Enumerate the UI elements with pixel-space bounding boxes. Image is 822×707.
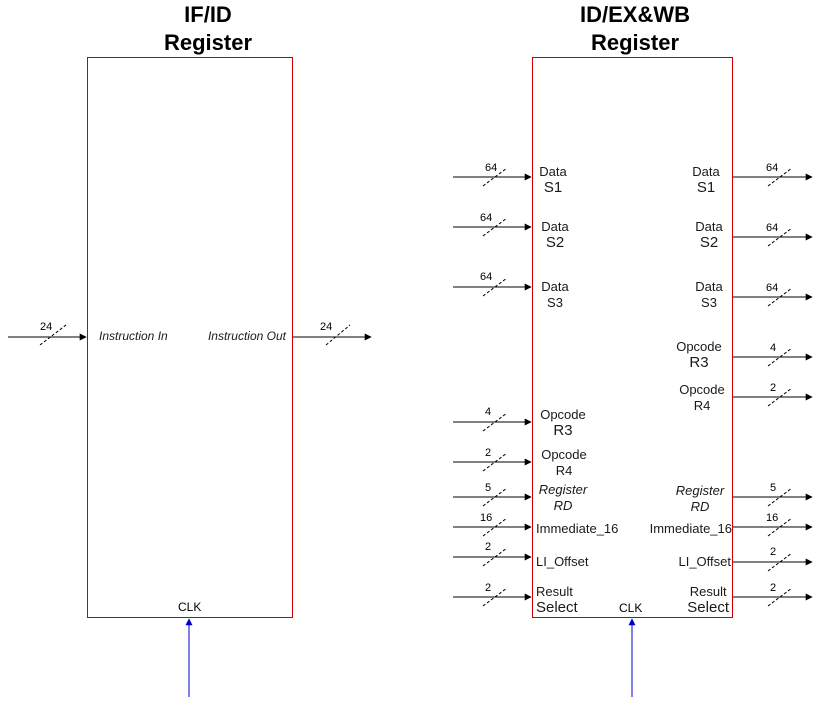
idex-output-width: 2 <box>770 382 777 394</box>
ifid-clk-label: CLK <box>178 600 202 614</box>
ifid-register-box <box>87 57 293 618</box>
idex-input-label: Data S2 <box>541 219 569 251</box>
idex-input-signal <box>453 487 532 507</box>
idex-input-signal <box>453 517 532 537</box>
ifid-output-label: Instruction Out <box>207 329 286 343</box>
idex-title-line1: ID/EX&WB <box>580 2 690 27</box>
idex-input-signal <box>453 167 532 187</box>
idex-input-signal <box>453 452 532 472</box>
idex-input-width: 16 <box>480 512 493 524</box>
ifid-output-signal <box>293 324 372 346</box>
idex-output-label: Data S1 <box>692 164 720 196</box>
idex-input-signal <box>453 412 532 432</box>
idex-input-signal <box>453 217 532 237</box>
idex-output-signal <box>733 387 813 407</box>
idex-output-signal <box>733 347 813 367</box>
idex-input-label: Data S1 <box>539 164 567 196</box>
idex-output-width: 4 <box>770 342 777 354</box>
idex-output-signal <box>733 227 813 247</box>
idex-output-label: Data S2 <box>695 219 723 251</box>
ifid-title-line1: IF/ID <box>184 2 232 27</box>
idex-input-width: 2 <box>485 582 492 594</box>
idex-input-label: Immediate_16 <box>536 521 619 536</box>
ifid-input-label: Instruction In <box>99 329 168 343</box>
idex-input-width: 2 <box>485 541 492 553</box>
ifid-title: IF/ID Register <box>108 1 308 57</box>
idex-output-label: Opcode R4 <box>679 382 725 413</box>
ifid-title-line2: Register <box>163 30 253 55</box>
idex-input-label: Opcode R4 <box>541 447 587 478</box>
idex-register-box <box>532 57 733 618</box>
idex-input-signal <box>453 547 532 567</box>
idex-clk-label: CLK <box>619 601 643 615</box>
idex-input-signal <box>453 587 532 607</box>
idex-output-signal <box>733 167 813 187</box>
idex-title: ID/EX&WB Register <box>535 1 735 57</box>
ifid-output-width: 24 <box>320 321 333 333</box>
idex-output-width: 16 <box>766 512 779 524</box>
idex-input-label: Result Select <box>536 584 578 616</box>
idex-output-signal <box>733 552 813 572</box>
idex-output-signal <box>733 487 813 507</box>
idex-input-label: Data S3 <box>541 279 569 310</box>
idex-input-width: 64 <box>480 271 493 283</box>
idex-output-label: Immediate_16 <box>649 521 732 536</box>
idex-output-width: 64 <box>766 282 779 294</box>
idex-output-width: 2 <box>770 546 777 558</box>
idex-output-signal <box>733 287 813 307</box>
idex-input-width: 4 <box>485 406 492 418</box>
idex-input-width: 64 <box>480 212 493 224</box>
idex-input-label: LI_Offset <box>536 554 589 569</box>
idex-output-label: Register RD <box>675 483 725 514</box>
idex-output-label: Data S3 <box>695 279 723 310</box>
idex-input-label: Register RD <box>538 482 588 513</box>
idex-input-width: 2 <box>485 447 492 459</box>
idex-output-width: 64 <box>766 162 779 174</box>
idex-input-width: 64 <box>485 162 498 174</box>
idex-output-width: 5 <box>770 482 777 494</box>
idex-input-signal <box>453 277 532 297</box>
idex-title-line2: Register <box>590 30 680 55</box>
idex-output-label: LI_Offset <box>678 554 731 569</box>
idex-input-width: 5 <box>485 482 492 494</box>
idex-output-width: 64 <box>766 222 779 234</box>
idex-output-width: 2 <box>770 582 777 594</box>
idex-output-signal <box>733 587 813 607</box>
idex-output-label: Opcode R3 <box>676 339 722 371</box>
idex-input-label: Opcode R3 <box>540 407 586 439</box>
idex-output-label: Result Select <box>687 584 729 616</box>
idex-output-signal <box>733 517 813 537</box>
ifid-input-signal <box>8 324 87 346</box>
ifid-input-width: 24 <box>40 321 53 333</box>
